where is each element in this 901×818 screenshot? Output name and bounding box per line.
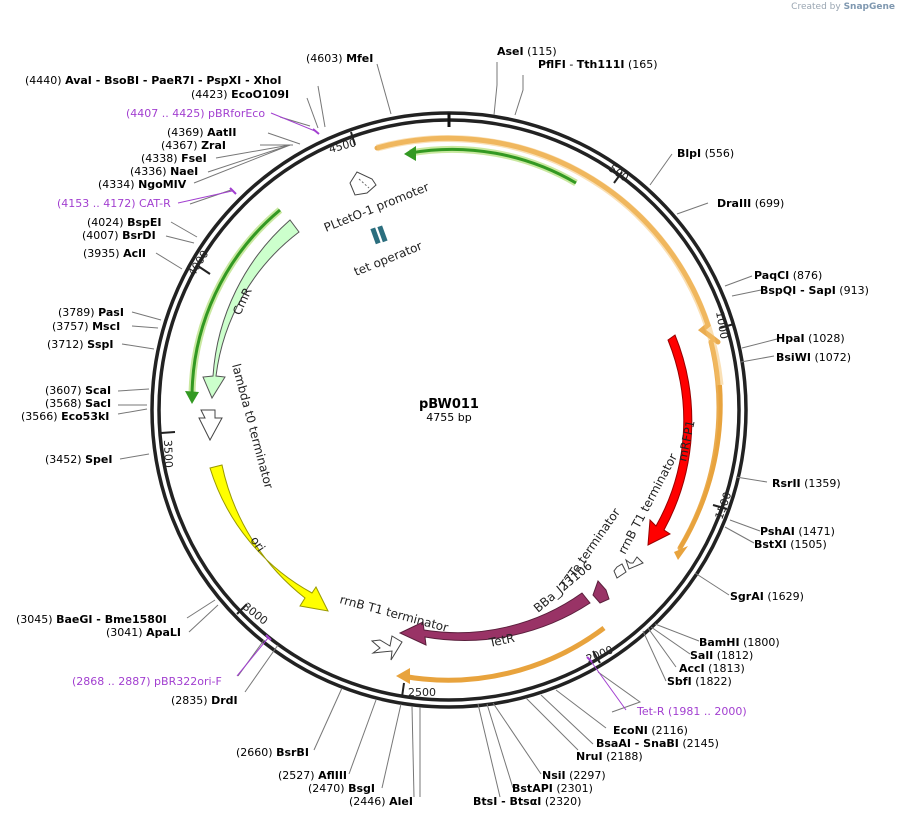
site-eco109: (4423) EcoO109I xyxy=(191,88,289,101)
rrnb-t1-inner-feature xyxy=(370,635,403,661)
rrnb-t1-inner-label: rrnB T1 terminator xyxy=(338,592,450,634)
site-sgrai: SgrAI (1629) xyxy=(730,590,804,603)
site-alei: (2446) AleI xyxy=(349,795,413,808)
site-draiii: DraIII (699) xyxy=(717,197,784,210)
tetr-feature xyxy=(398,592,591,646)
site-rsrii: RsrII (1359) xyxy=(772,477,841,490)
site-fsei: (4338) FseI xyxy=(141,152,207,165)
green-halo-top xyxy=(409,145,578,187)
site-bstapi: BstAPI (2301) xyxy=(512,782,593,795)
orange-arrowhead-bottom xyxy=(396,668,410,684)
orange-halo-1 xyxy=(376,135,724,386)
site-nsii: NsiI (2297) xyxy=(542,769,606,782)
tick-3500: 3500 xyxy=(161,440,175,468)
primer-marks xyxy=(229,128,593,663)
site-afliii: (2527) AflIII xyxy=(278,769,347,782)
orange-arc-right xyxy=(678,384,723,550)
lambda-t0-terminator-feature xyxy=(198,409,223,442)
primer-tet-r: Tet-R (1981 .. 2000) xyxy=(636,705,747,718)
cmr-label: CmR xyxy=(230,286,255,318)
site-ava-group: (4440) AvaI - BsoBI - PaeR7I - PspXI - X… xyxy=(25,74,281,87)
site-bstxi: BstXI (1505) xyxy=(754,538,827,551)
site-spei: (3452) SpeI xyxy=(45,453,112,466)
snapgene-watermark: Created by SnapGene xyxy=(791,2,895,12)
primer-leaders xyxy=(177,112,627,711)
t7te-terminator-label: T7Te terminator xyxy=(556,506,623,593)
mrfp1-feature xyxy=(647,334,693,546)
site-pflfi: PflFI - Tth111I (165) xyxy=(538,58,658,71)
site-acli: (3935) AclI xyxy=(83,247,146,260)
site-naei: (4336) NaeI xyxy=(130,165,198,178)
watermark-text: Created by xyxy=(791,2,841,12)
site-bspqi-group: BspQI - SapI (913) xyxy=(760,284,869,297)
ori-feature xyxy=(209,464,329,612)
site-saci: (3568) SacI xyxy=(45,397,111,410)
site-bsiwi: BsiWI (1072) xyxy=(776,351,851,364)
site-pshai: PshAI (1471) xyxy=(760,525,835,538)
site-btsi-group: BtsI - BtsαI (2320) xyxy=(473,795,581,808)
site-apali: (3041) ApaLI xyxy=(106,626,181,639)
pltet-promoter-feature xyxy=(349,171,377,196)
site-bsgi: (2470) BsgI xyxy=(308,782,375,795)
green-arrowhead-top xyxy=(404,146,416,161)
site-eco53ki: (3566) Eco53kI xyxy=(21,410,109,423)
site-baegi-group: (3045) BaeGI - Bme1580I xyxy=(16,613,167,626)
tetr-label: TetR xyxy=(487,631,516,650)
site-blpi: BlpI (556) xyxy=(677,147,734,160)
site-zrai: (4367) ZraI xyxy=(161,139,226,152)
site-econi: EcoNI (2116) xyxy=(613,724,688,737)
leader-lines xyxy=(117,62,778,798)
primer-cat-r: (4153 .. 4172) CAT-R xyxy=(57,197,171,210)
site-sali: SalI (1812) xyxy=(690,649,753,662)
site-pasi: (3789) PasI xyxy=(58,306,124,319)
site-bamhi: BamHI (1800) xyxy=(699,636,780,649)
cmr-feature xyxy=(202,219,300,400)
site-acci: AccI (1813) xyxy=(679,662,745,675)
orange-arrowhead-right xyxy=(674,546,688,560)
primer-pbr322ori-f: (2868 .. 2887) pBR322ori-F xyxy=(72,675,222,688)
site-asei: AseI (115) xyxy=(497,45,557,58)
site-msci: (3757) MscI xyxy=(52,320,120,333)
mrfp1-label: mRFP1 xyxy=(675,419,697,463)
site-scai: (3607) ScaI xyxy=(45,384,111,397)
tet-operator-feature xyxy=(370,225,388,245)
site-nrui: NruI (2188) xyxy=(576,750,643,763)
bba-j23106-feature xyxy=(592,580,610,604)
orange-arc-top-right xyxy=(374,135,722,551)
green-arrow-left xyxy=(190,208,281,398)
site-paqci: PaqCI (876) xyxy=(754,269,822,282)
site-sbfi: SbfI (1822) xyxy=(667,675,732,688)
green-arrowhead-left xyxy=(185,391,199,404)
site-mfei: (4603) MfeI xyxy=(306,52,373,65)
tet-operator-label: tet operator xyxy=(352,239,424,279)
position-ticks xyxy=(160,131,735,698)
plasmid-name: pBW011 xyxy=(419,397,479,412)
t7te-terminator-feature xyxy=(613,563,627,579)
tick-1000: 1000 xyxy=(713,310,731,340)
site-hpai: HpaI (1028) xyxy=(776,332,845,345)
site-drdi: (2835) DrdI xyxy=(171,694,238,707)
site-bsrbi: (2660) BsrBI xyxy=(236,746,309,759)
site-sspi: (3712) SspI xyxy=(47,338,114,351)
tick-4500: 4500 xyxy=(327,136,357,156)
primer-pbrforeco: (4407 .. 4425) pBRforEco xyxy=(126,107,265,120)
lambda-t0-label: lambda t0 terminator xyxy=(229,362,276,490)
tick-2500: 2500 xyxy=(408,686,436,699)
site-bsrdi: (4007) BsrDI xyxy=(82,229,156,242)
orange-arc-bottom xyxy=(401,626,606,683)
plasmid-length: 4755 bp xyxy=(426,411,471,424)
site-ngomiv: (4334) NgoMIV xyxy=(98,178,187,191)
pltet-promoter-label: PLtetO-1 promoter xyxy=(322,180,431,235)
green-arrow-top xyxy=(409,147,577,185)
site-aatii: (4369) AatII xyxy=(167,126,236,139)
site-bspei: (4024) BspEI xyxy=(87,216,162,229)
rrnb-t1-right-feature xyxy=(625,556,644,570)
snapgene-logo: SnapGene xyxy=(843,2,895,12)
site-bsaai-group: BsaAI - SnaBI (2145) xyxy=(596,737,719,750)
